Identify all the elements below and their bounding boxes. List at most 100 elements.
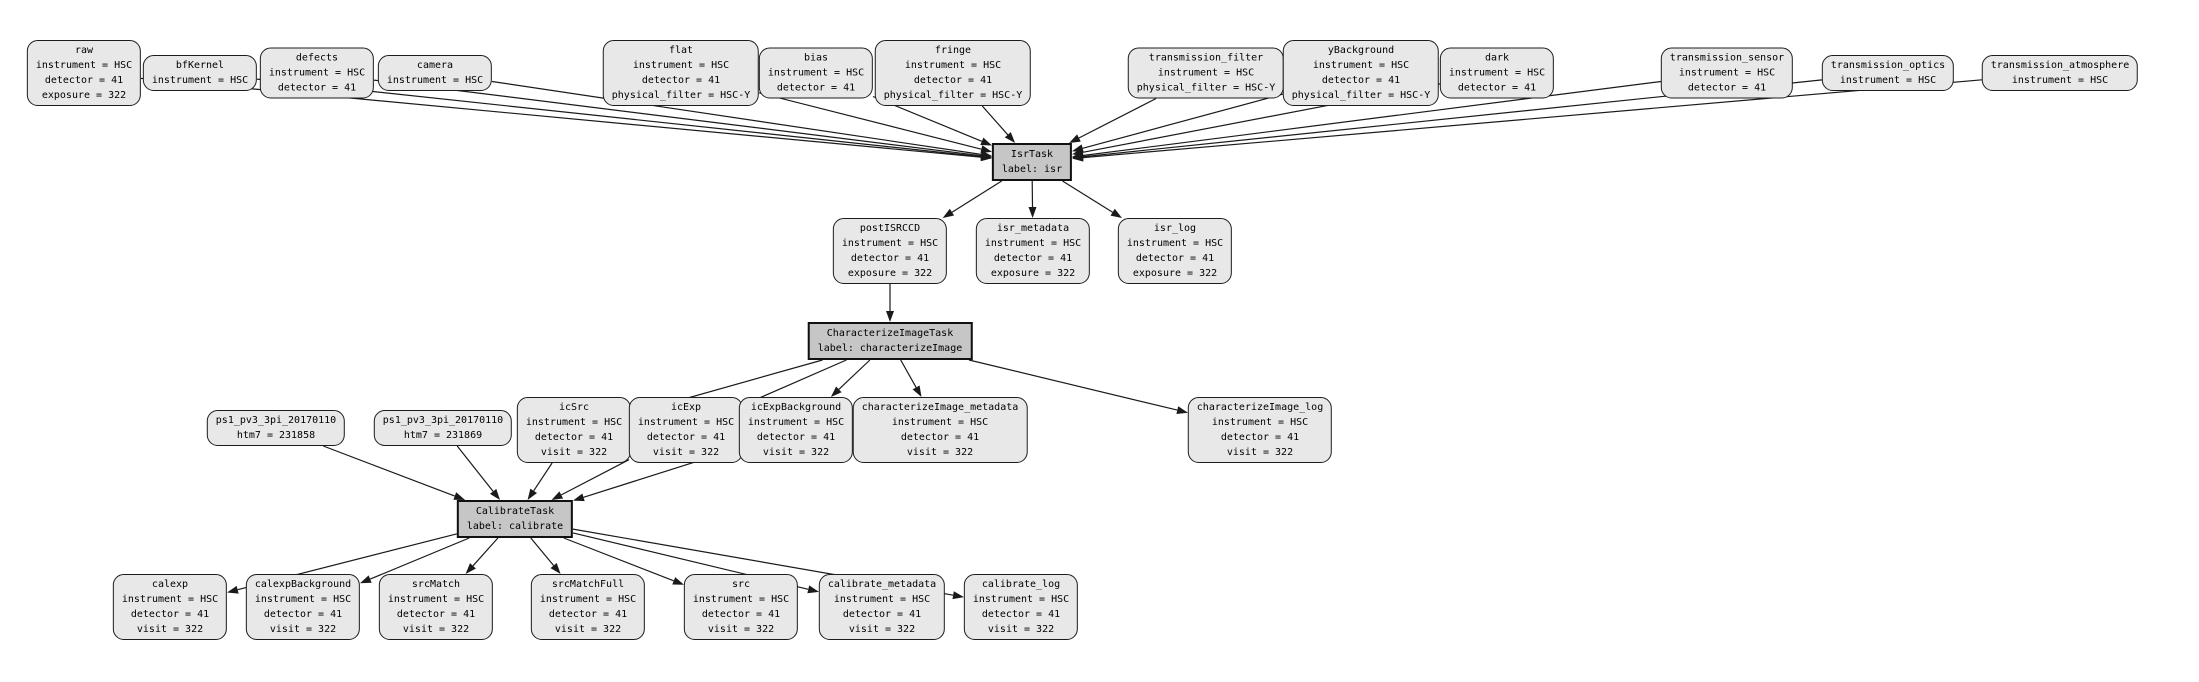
node-attribute: instrument = HSC — [747, 417, 845, 428]
arrowhead-icon — [453, 492, 466, 500]
node-title: transmission_optics — [1830, 60, 1946, 71]
node-title: icExpBackground — [750, 402, 842, 413]
node-attribute: detector = 41 — [1321, 75, 1401, 86]
node-title: icSrc — [558, 402, 590, 413]
node-attribute: visit = 322 — [554, 624, 622, 635]
node-attribute: instrument = HSC — [1448, 67, 1546, 79]
node-attribute: label: calibrate — [466, 521, 564, 532]
node-attribute: instrument = HSC — [525, 417, 623, 428]
node-attribute: detector = 41 — [548, 609, 628, 620]
node-attribute: label: characterizeImage — [817, 343, 963, 354]
edge-yBackground-to-isr — [1082, 93, 1284, 149]
node-attribute: detector = 41 — [1220, 432, 1300, 443]
node-title: camera — [416, 60, 454, 71]
node-attribute: instrument = HSC — [35, 60, 133, 71]
node-attribute: detector = 41 — [1457, 82, 1537, 94]
node-attribute: label: isr — [1001, 164, 1063, 175]
node-title: flat — [668, 45, 694, 56]
node-attribute: htm7 = 231869 — [403, 430, 483, 441]
arrowhead-icon — [227, 585, 239, 594]
node-attribute: visit = 322 — [762, 447, 830, 458]
node-title: isr_log — [1153, 223, 1197, 234]
node-title: calibrate_metadata — [827, 579, 937, 590]
node-attribute: instrument = HSC — [1312, 60, 1410, 71]
dataset-node-transmission_optics: transmission_optics instrument = HSC — [1821, 55, 1955, 91]
dataset-node-camera: camera instrument = HSC — [377, 55, 493, 91]
node-attribute: instrument = HSC — [891, 417, 989, 428]
edge-characterizeImage-to-characterizeImage_log — [968, 359, 1178, 411]
node-attribute: detector = 41 — [263, 609, 343, 620]
node-title: transmission_sensor — [1669, 52, 1785, 64]
arrowhead-icon — [830, 386, 842, 397]
node-title: bfKernel — [175, 60, 225, 71]
node-attribute: detector = 41 — [850, 253, 930, 264]
node-attribute: detector = 41 — [776, 82, 856, 94]
node-attribute: detector = 41 — [646, 432, 726, 443]
node-title: transmission_atmosphere — [1990, 60, 2130, 71]
node-attribute: detector = 41 — [981, 609, 1061, 620]
node-title: ps1_pv3_3pi_20170110 — [215, 415, 337, 426]
node-attribute: visit = 322 — [269, 624, 337, 635]
arrowhead-icon — [1176, 406, 1188, 414]
node-attribute: instrument = HSC — [632, 60, 730, 71]
node-title: defects — [295, 52, 339, 64]
node-attribute: instrument = HSC — [268, 67, 366, 79]
node-attribute: detector = 41 — [701, 609, 781, 620]
arrowhead-icon — [573, 493, 585, 502]
edge-transmission_atmosphere-to-isr — [1082, 79, 1983, 159]
node-title: ps1_pv3_3pi_20170110 — [382, 415, 504, 426]
node-attribute: visit = 322 — [540, 447, 608, 458]
node-attribute: instrument = HSC — [2011, 75, 2109, 86]
node-attribute: detector = 41 — [130, 609, 210, 620]
node-attribute: instrument = HSC — [984, 238, 1082, 249]
edge-defects-to-isr — [373, 79, 982, 157]
node-attribute: instrument = HSC — [151, 75, 249, 86]
node-title: dark — [1484, 52, 1510, 64]
node-title: raw — [74, 45, 94, 56]
node-attribute: instrument = HSC — [387, 594, 485, 605]
arrowhead-icon — [886, 311, 894, 322]
arrowhead-icon — [490, 488, 500, 500]
node-attribute: instrument = HSC — [833, 594, 931, 605]
edge-icExp-to-calibrate — [561, 459, 630, 496]
edge-bfKernel-to-isr — [256, 78, 982, 158]
node-title: characterizeImage_metadata — [861, 402, 1019, 413]
dataset-node-ps1_231858: ps1_pv3_3pi_20170110 htm7 = 231858 — [206, 410, 346, 446]
node-attribute: detector = 41 — [993, 253, 1073, 264]
node-attribute: detector = 41 — [1687, 82, 1767, 94]
node-attribute: physical_filter = HSC-Y — [1291, 90, 1431, 101]
node-attribute: instrument = HSC — [1211, 417, 1309, 428]
node-attribute: htm7 = 231858 — [236, 430, 316, 441]
node-title: bias — [803, 52, 829, 64]
node-attribute: visit = 322 — [848, 624, 916, 635]
node-attribute: physical_filter = HSC-Y — [611, 90, 751, 101]
node-title: postISRCCD — [859, 223, 921, 234]
arrowhead-icon — [1028, 207, 1037, 218]
node-attribute: instrument = HSC — [1839, 75, 1937, 86]
edge-transmission_sensor-to-isr — [1082, 80, 1662, 157]
arrowhead-icon — [672, 577, 684, 585]
edge-calibrate-to-srcMatch — [472, 537, 499, 567]
node-attribute: exposure = 322 — [990, 268, 1076, 279]
node-attribute: instrument = HSC — [386, 75, 484, 86]
node-attribute: instrument = HSC — [539, 594, 637, 605]
arrowhead-icon — [807, 585, 819, 594]
dataset-node-bfKernel: bfKernel instrument = HSC — [142, 55, 258, 91]
arrowhead-icon — [980, 137, 992, 146]
